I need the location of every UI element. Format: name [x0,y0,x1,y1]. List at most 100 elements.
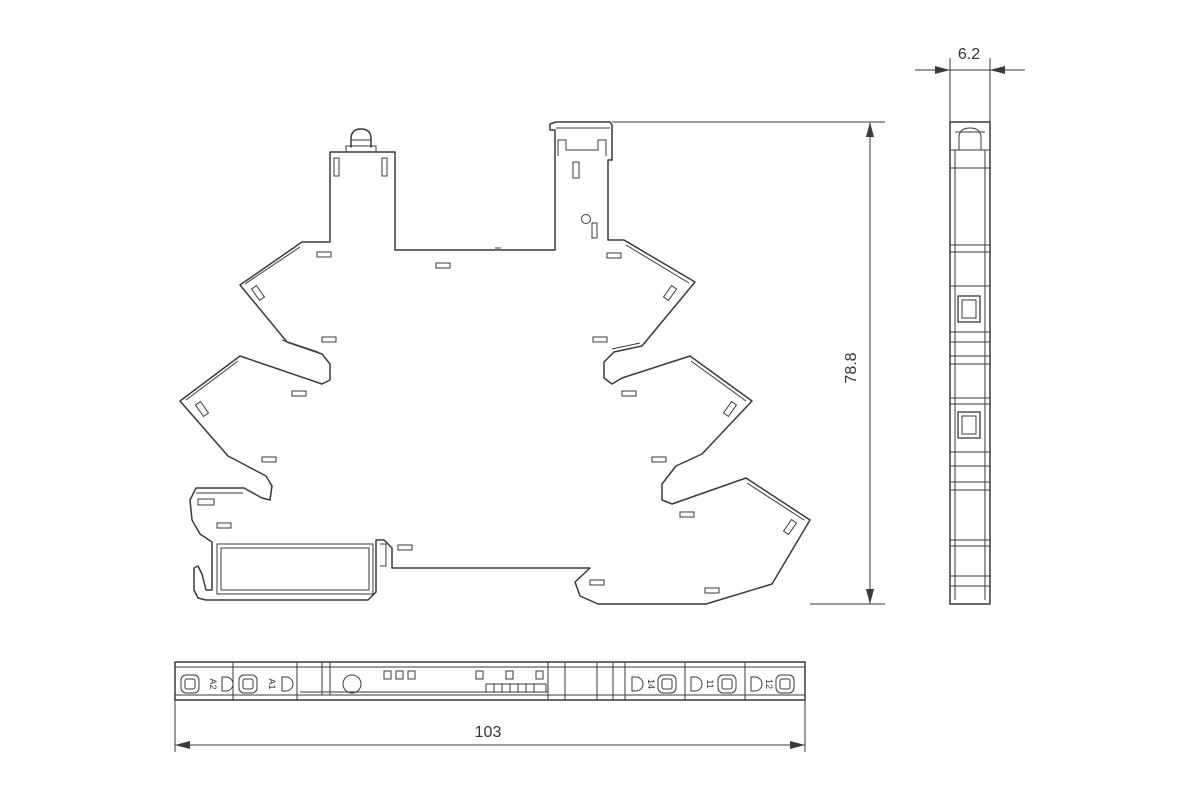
arm-edge [690,360,747,402]
din-hook-right [380,543,387,567]
slot [679,511,695,518]
test-hole [581,214,591,224]
wire-entry-icon [690,676,703,692]
arrowhead [935,66,950,74]
length-dimension: 103 [174,700,806,752]
wire-entries [221,676,763,692]
screw-icon [775,674,795,694]
arrowhead [866,122,874,137]
pin-square [535,670,544,680]
terminal-label-12: 12 [764,679,774,689]
wire-entry-icon [631,676,644,692]
screw-icon [721,678,733,690]
side-view [179,121,811,605]
arm-edge [185,360,239,401]
slanted-slot [662,284,678,302]
length-value: 103 [475,724,502,741]
slot [606,252,622,259]
side-view-outline [179,121,811,605]
slot [291,390,307,397]
end-window-lower [957,411,981,439]
slanted-slot [250,284,266,302]
pin-square [395,670,404,680]
screw-icon [238,674,258,694]
screw-icon [657,674,677,694]
test-slot [591,222,598,239]
screw-icon [661,678,673,690]
slanted-slot [722,400,738,418]
wire-entry-icon [750,676,763,692]
led-base [345,145,377,153]
screw-icon [184,678,196,690]
slot [261,456,277,463]
slot [651,456,667,463]
end-view [949,121,991,605]
wire-entry-icon [281,676,294,692]
screw-icon [242,678,254,690]
arm-edge [611,342,641,350]
slot [435,262,451,269]
terminal-labels: A2 A1 14 11 12 [208,678,774,689]
top-view: A2 A1 14 11 12 [174,661,806,701]
terminal-label-a1: A1 [267,678,277,689]
pin-square [383,670,392,680]
arrowhead [790,741,805,749]
terminal-label-11: 11 [705,679,715,688]
tower-slot-left [333,157,340,177]
screw-icon [180,674,200,694]
terminal-label-14: 14 [646,679,656,689]
led-dome [350,128,372,148]
end-led-dome [958,127,982,150]
arm-edge [746,482,805,521]
arm-edge [625,244,690,284]
arm-edge [244,246,301,285]
grip-hatching [485,683,547,693]
din-clip-top [557,139,607,156]
height-dimension: 78.8 [612,121,885,605]
pin-squares-left [383,670,416,680]
end-window-lower-inner [961,415,977,435]
slot [397,544,413,551]
slot [197,498,215,506]
clip-slot [572,161,580,179]
pin-squares-right [475,670,544,680]
end-view-lines [950,149,990,587]
din-window-inner [220,547,370,591]
center-slot [321,661,331,696]
end-view-outline [949,121,991,605]
pin-square [475,670,484,680]
slanted-slot [782,518,798,536]
din-window-outer [216,543,374,595]
slanted-slot [194,400,210,418]
width-dimension: 6.2 [915,46,1025,122]
pin-square [407,670,416,680]
arm-edges [185,244,805,521]
slot [589,579,605,586]
slot [704,587,720,594]
end-window-upper [957,295,981,323]
tower-slot-right [381,157,388,177]
terminal-slots [197,251,720,594]
arrowhead [175,741,190,749]
width-value: 6.2 [958,46,980,63]
slot [592,336,608,343]
slot [321,336,337,343]
arm-edge [281,339,319,353]
slot [316,251,332,258]
slanted-slots [194,284,798,536]
screw-icon [779,678,791,690]
arrowhead [866,589,874,604]
height-value: 78.8 [843,352,860,383]
slot [216,522,232,529]
led-hole [342,674,362,694]
end-window-upper-inner [961,299,977,319]
arrowhead [990,66,1005,74]
terminal-screws [180,674,795,694]
pin-square [505,670,514,680]
screw-icon [717,674,737,694]
top-view-outline [174,661,806,701]
slot [621,390,637,397]
wire-entry-icon [221,676,234,692]
grip-area [485,683,547,693]
